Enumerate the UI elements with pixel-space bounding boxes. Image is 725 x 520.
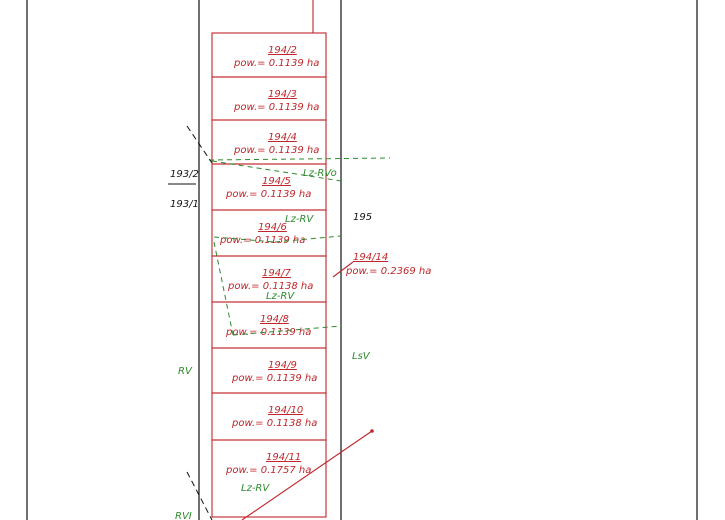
parcel-area-194-5: pow.= 0.1139 ha [225,189,311,200]
landuse-label-lz-rv: Lz-RV [285,214,314,225]
parcel-number-194-6: 194/6 [258,222,287,233]
parcel-area-194-2: pow.= 0.1139 ha [233,58,319,69]
neighbour-label-195: 195 [353,212,372,223]
landuse-boundary-line [213,236,276,243]
parcel-area-194-4: pow.= 0.1139 ha [233,145,319,156]
parcel-number-194-14: 194/14 [353,252,388,263]
landuse-label-lz-rv: Lz-RV [241,483,270,494]
parcel-number-194-10: 194/10 [268,405,303,416]
parcel-area-194-9: pow.= 0.1139 ha [231,373,317,384]
parcel-194-8 [211,301,327,349]
parcel-number-194-5: 194/5 [262,176,291,187]
parcel-strip: 194/2 pow.= 0.1139 ha 194/3 pow.= 0.1139 ha… [211,32,327,518]
parcel-number-194-7: 194/7 [262,268,291,279]
neighbour-boundary-line [186,471,213,520]
neighbour-label-193-1: 193/1 [170,199,199,210]
parcel-number-194-8: 194/8 [260,314,289,325]
outline-lines [26,0,698,520]
neighbour-boundary-line [186,125,213,164]
parcel-194-10 [211,392,327,441]
landuse-label-lz-rv: Lz-RV [266,291,295,302]
parcel-area-194-3: pow.= 0.1139 ha [233,102,319,113]
landuse-boundary-line [232,325,342,336]
landuse-label-rv: RV [178,366,193,377]
landuse-boundary-line [211,160,342,182]
landuse-label-rvi: RVI [175,511,192,520]
parcel-number-194-4: 194/4 [268,132,297,143]
landuse-boundaries [208,157,391,336]
landuse-label-lsv: LsV [352,351,371,362]
parcel-area-194-10: pow.= 0.1138 ha [231,418,317,429]
parcel-number-194-11: 194/11 [266,452,301,463]
parcel-area-194-11: pow.= 0.1757 ha [225,465,311,476]
neighbour-label-193-2: 193/2 [170,169,199,180]
landuse-boundary-line [274,235,342,243]
parcel-194-14-leader [332,261,354,278]
parcel-area-194-14: pow.= 0.2369 ha [345,266,431,277]
landuse-label-lz-rvo: Lz-RVo [303,168,337,179]
parcel-area-194-7: pow.= 0.1138 ha [227,281,313,292]
parcel-area-194-8: pow.= 0.1139 ha [225,327,311,338]
landuse-boundary-line [213,241,234,336]
landuse-boundary-line [208,157,391,161]
boundary-point [370,429,374,433]
neighbour-boundaries [186,125,213,520]
red-extras [241,0,373,520]
parcel-number-194-3: 194/3 [268,89,297,100]
parcel-number-194-9: 194/9 [268,360,297,371]
parcel-number-194-2: 194/2 [268,45,297,56]
diagonal-boundary-line [241,430,373,520]
